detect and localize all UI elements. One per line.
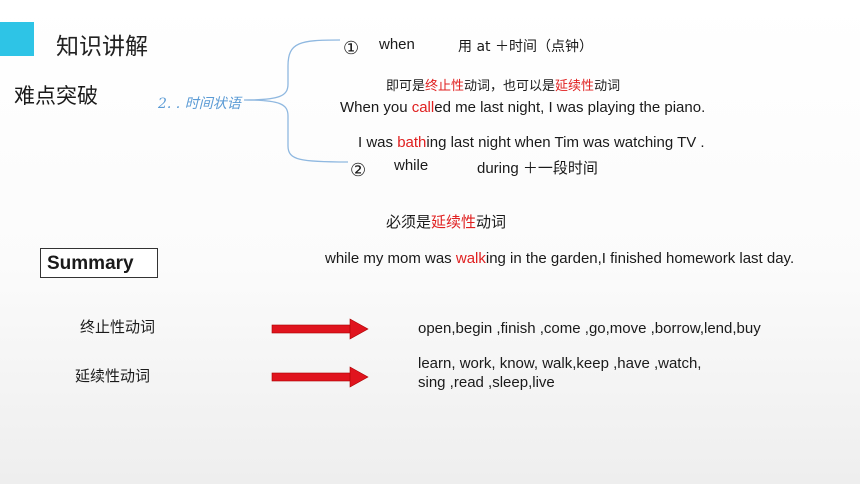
section-subtitle: 难点突破: [14, 84, 98, 108]
arrow-right-icon: [271, 366, 369, 388]
topic-label: 2. . 时间状语: [158, 96, 241, 112]
word-while: while: [394, 157, 429, 174]
category-terminative: 终止性动词: [80, 318, 156, 336]
summary-box: Summary: [40, 248, 158, 278]
durative-verbs-line1: learn, work, know, walk,keep ,have ,watc…: [418, 355, 702, 372]
durative-verbs-line2: sing ,read ,sleep,live: [418, 374, 555, 391]
while-note: 必须是延续性动词: [386, 213, 507, 231]
example-sentence-2: I was bathing last night when Tim was wa…: [358, 134, 705, 151]
when-note: 即可是终止性动词，也可以是延续性动词: [386, 79, 621, 94]
page-title: 知识讲解: [56, 34, 148, 60]
marker-1: ①: [343, 38, 360, 59]
marker-2: ②: [350, 160, 367, 181]
brace-connector: [243, 39, 349, 163]
when-usage: 用 at ＋时间（点钟）: [458, 39, 593, 55]
example-sentence-1: When you called me last night, I was pla…: [340, 99, 706, 116]
terminative-verbs: open,begin ,finish ,come ,go,move ,borro…: [418, 320, 761, 337]
word-when: when: [379, 36, 415, 53]
arrow-right-icon: [271, 318, 369, 340]
example-sentence-3: while my mom was walking in the garden,I…: [325, 250, 795, 267]
category-durative: 延续性动词: [75, 367, 151, 385]
accent-bar: [0, 22, 34, 56]
while-usage: during ＋一段时间: [477, 160, 598, 177]
